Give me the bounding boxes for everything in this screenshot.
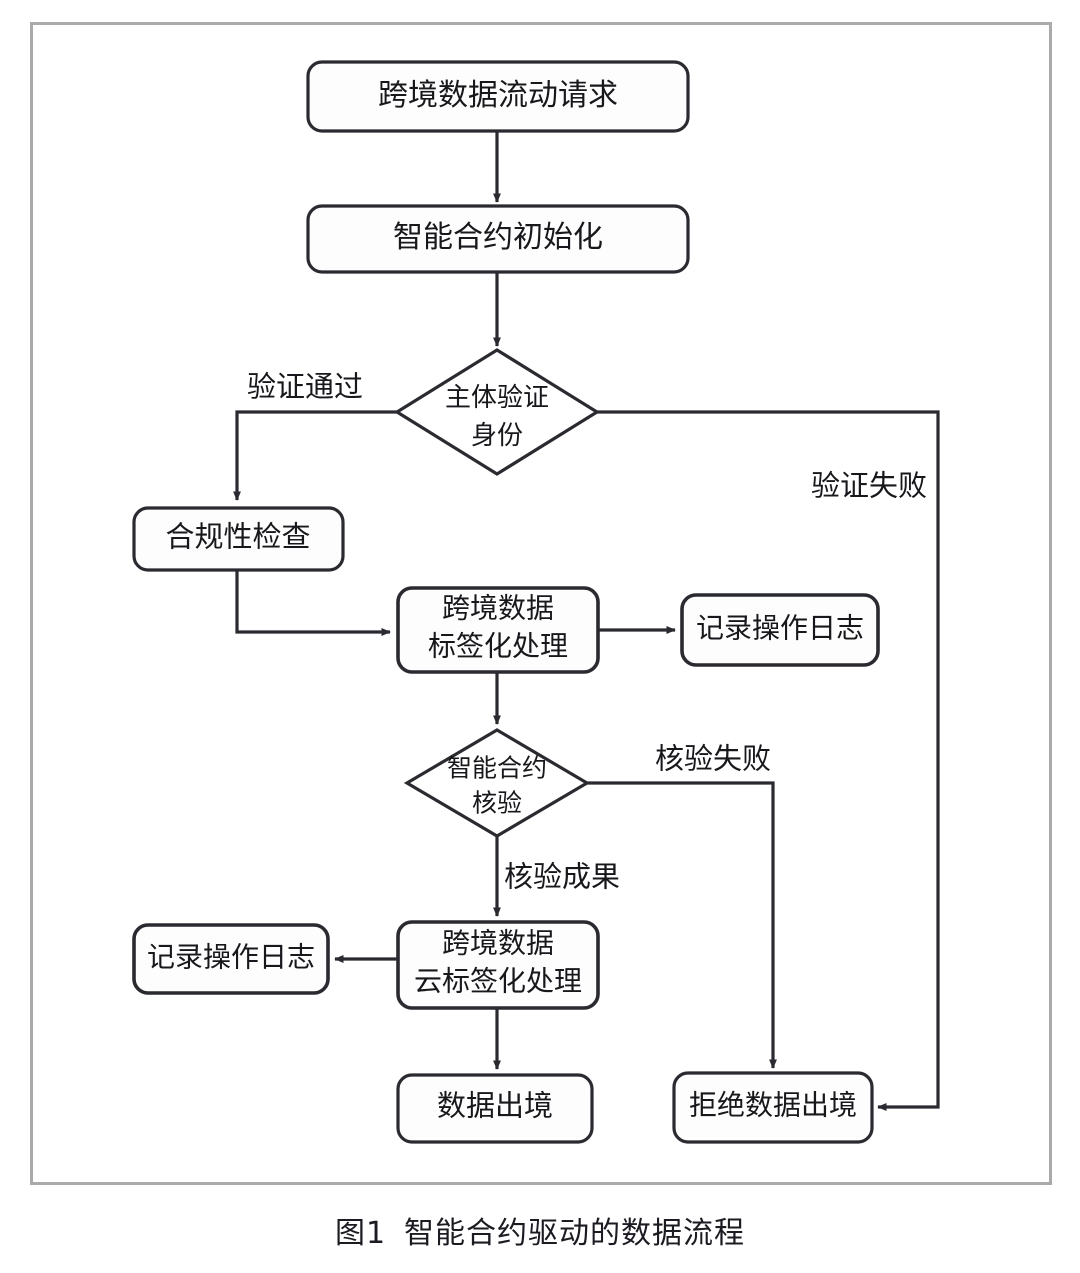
- node-label: 拒绝数据出境: [689, 1089, 857, 1121]
- node-cross-border-data-cloud-tagging[interactable]: 跨境数据 云标签化处理: [396, 920, 600, 1010]
- decision-shape: [393, 348, 601, 476]
- edge-label-check-fail: 核验失败: [655, 743, 771, 776]
- decision-smart-contract-verification[interactable]: 智能合约 核验: [403, 728, 591, 838]
- node-label: 数据出境: [437, 1090, 553, 1123]
- node-shape: [396, 1073, 594, 1144]
- edge-verify-fail-to-reject: [597, 410, 940, 1111]
- node-shape: [306, 60, 690, 133]
- edge-layer: [233, 131, 940, 1111]
- node-shape: [306, 204, 690, 274]
- node-operation-log-bottom[interactable]: 记录操作日志: [132, 923, 330, 995]
- figure-caption-title: 智能合约驱动的数据流程: [404, 1216, 746, 1251]
- decision-label-line1: 智能合约: [447, 755, 547, 783]
- decision-label-line1: 主体验证: [445, 383, 549, 412]
- node-compliance-check[interactable]: 合规性检查: [132, 506, 345, 572]
- decision-label-line2: 核验: [472, 790, 522, 818]
- decision-label-line2: 身份: [471, 421, 523, 450]
- node-reject-data-export[interactable]: 拒绝数据出境: [672, 1071, 874, 1144]
- node-data-export[interactable]: 数据出境: [396, 1073, 594, 1144]
- node-label-line1: 跨境数据: [442, 927, 554, 959]
- node-cross-border-data-tagging[interactable]: 跨境数据 标签化处理: [396, 586, 600, 674]
- node-shape: [132, 923, 330, 995]
- edge-label-verify-fail: 验证失败: [811, 470, 927, 503]
- node-label: 记录操作日志: [147, 941, 315, 973]
- node-layer: 跨境数据流动请求 智能合约初始化 主体验证 身份 合规性检查 跨境数据: [132, 60, 880, 1144]
- node-label-line2: 标签化处理: [428, 630, 568, 662]
- node-shape: [396, 586, 600, 674]
- node-label-line2: 云标签化处理: [414, 965, 582, 997]
- node-shape: [132, 506, 345, 572]
- edge-label-check-success: 核验成果: [504, 861, 620, 894]
- figure-caption: 图1 智能合约驱动的数据流程: [0, 1208, 1080, 1252]
- node-label: 记录操作日志: [696, 612, 864, 644]
- edge-compliance-to-tagging: [235, 570, 391, 636]
- edge-check-fail-to-reject: [587, 781, 777, 1069]
- decision-subject-identity-verification[interactable]: 主体验证 身份: [393, 348, 601, 476]
- node-shape: [396, 920, 600, 1010]
- node-shape: [672, 1071, 874, 1144]
- node-label: 智能合约初始化: [393, 221, 603, 254]
- decision-shape: [403, 728, 591, 838]
- node-label-line1: 跨境数据: [442, 592, 554, 624]
- edge-label-verify-pass: 验证通过: [247, 371, 363, 404]
- node-label: 合规性检查: [165, 521, 310, 554]
- node-shape: [680, 593, 880, 667]
- figure-caption-number: 图1: [334, 1216, 387, 1251]
- node-cross-border-data-request[interactable]: 跨境数据流动请求: [306, 60, 690, 133]
- flowchart-canvas: 跨境数据流动请求 智能合约初始化 主体验证 身份 合规性检查 跨境数据: [132, 60, 940, 1144]
- edge-verify-pass-to-compliance: [233, 410, 397, 501]
- edge-label-layer: 验证通过 验证失败 核验失败 核验成果: [247, 371, 927, 894]
- node-label: 跨境数据流动请求: [378, 79, 618, 112]
- node-operation-log-top[interactable]: 记录操作日志: [680, 593, 880, 667]
- node-smart-contract-init[interactable]: 智能合约初始化: [306, 204, 690, 274]
